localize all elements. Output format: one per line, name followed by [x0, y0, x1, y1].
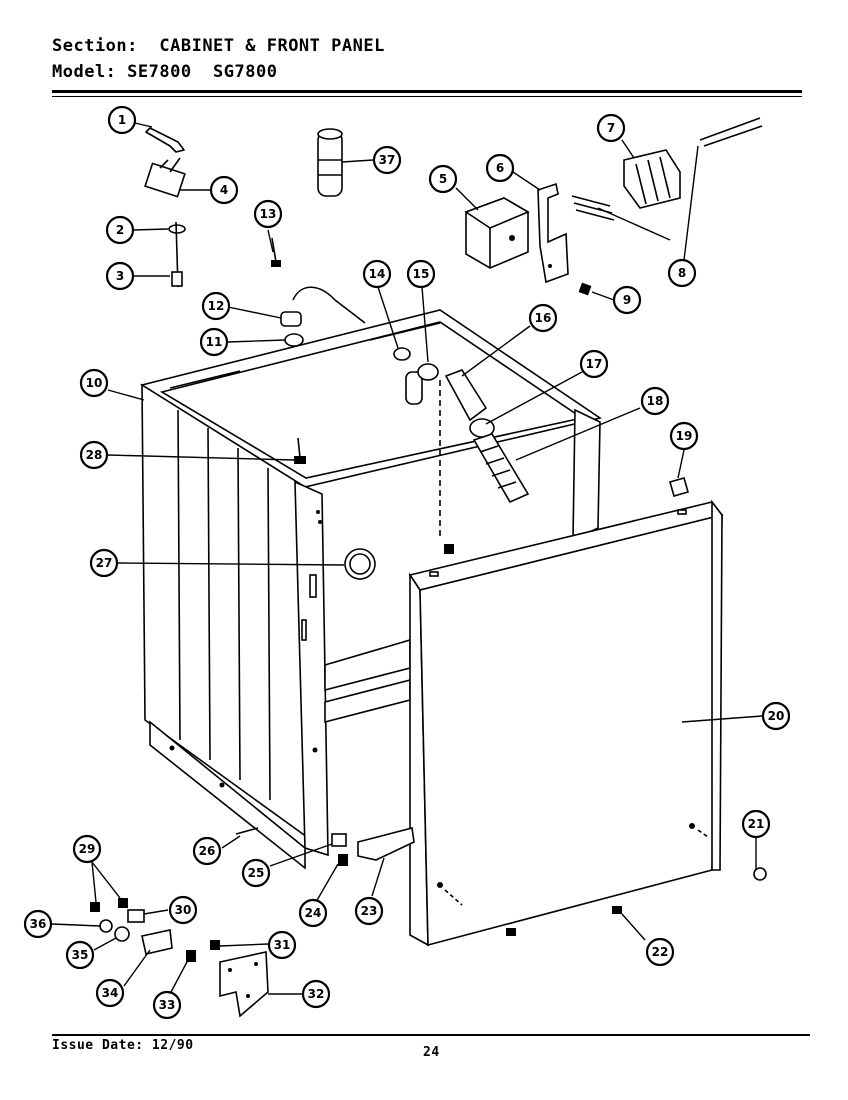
- svg-text:9: 9: [623, 293, 631, 307]
- callout-8: 8: [667, 258, 697, 288]
- callout-33: 33: [152, 990, 182, 1020]
- callout-12: 12: [201, 291, 231, 321]
- callout-21: 21: [741, 809, 771, 839]
- callout-26: 26: [192, 836, 222, 866]
- callout-7: 7: [596, 113, 626, 143]
- footer-rule: [52, 1034, 810, 1036]
- svg-text:37: 37: [379, 153, 396, 167]
- section-line: Section: CABINET & FRONT PANEL: [52, 36, 385, 56]
- callout-25: 25: [241, 858, 271, 888]
- callout-18: 18: [640, 386, 670, 416]
- callout-1: 1: [107, 105, 137, 135]
- callout-numbers: 1 2 3 4 5 6 7 8 9 10 11 12 13 14 15 16 1…: [23, 105, 791, 1020]
- callout-10: 10: [79, 368, 109, 398]
- callout-36: 36: [23, 909, 53, 939]
- svg-text:26: 26: [199, 844, 216, 858]
- svg-text:17: 17: [586, 357, 603, 371]
- svg-text:13: 13: [260, 207, 277, 221]
- callout-30: 30: [168, 895, 198, 925]
- header-rule-thick: [52, 90, 802, 93]
- svg-text:8: 8: [678, 266, 686, 280]
- svg-text:29: 29: [79, 842, 96, 856]
- callout-37: 37: [372, 145, 402, 175]
- svg-text:12: 12: [208, 299, 225, 313]
- svg-text:5: 5: [439, 172, 447, 186]
- callout-17: 17: [579, 349, 609, 379]
- svg-text:1: 1: [118, 113, 126, 127]
- callout-9: 9: [612, 285, 642, 315]
- svg-text:27: 27: [96, 556, 113, 570]
- callout-27: 27: [89, 548, 119, 578]
- svg-text:34: 34: [102, 986, 119, 1000]
- svg-text:7: 7: [607, 121, 615, 135]
- callout-20: 20: [761, 701, 791, 731]
- callout-3: 3: [105, 261, 135, 291]
- callout-4: 4: [209, 175, 239, 205]
- svg-text:23: 23: [361, 904, 378, 918]
- callout-34: 34: [95, 978, 125, 1008]
- front-panel-drawing: [408, 499, 724, 947]
- callout-29: 29: [72, 834, 102, 864]
- svg-text:18: 18: [647, 394, 664, 408]
- callout-23: 23: [354, 896, 384, 926]
- svg-text:22: 22: [652, 945, 669, 959]
- svg-text:11: 11: [206, 335, 223, 349]
- leader-lines: [51, 122, 763, 995]
- svg-text:6: 6: [496, 161, 504, 175]
- callout-35: 35: [65, 940, 95, 970]
- section-title: CABINET & FRONT PANEL: [159, 36, 385, 56]
- issue-date: Issue Date: 12/90: [52, 1038, 194, 1053]
- callout-24: 24: [298, 898, 328, 928]
- svg-text:4: 4: [220, 183, 228, 197]
- callout-14: 14: [362, 259, 392, 289]
- callout-13: 13: [253, 199, 283, 229]
- svg-text:36: 36: [30, 917, 47, 931]
- svg-text:28: 28: [86, 448, 103, 462]
- small-parts: [90, 117, 767, 1018]
- header-rule-thin: [52, 96, 802, 97]
- svg-text:19: 19: [676, 429, 693, 443]
- callout-15: 15: [406, 259, 436, 289]
- svg-text:31: 31: [274, 938, 291, 952]
- model-label: Model:: [52, 62, 117, 82]
- callout-28: 28: [79, 440, 109, 470]
- callout-11: 11: [199, 327, 229, 357]
- svg-text:25: 25: [248, 866, 265, 880]
- callout-5: 5: [428, 164, 458, 194]
- section-label: Section:: [52, 36, 138, 56]
- svg-text:16: 16: [535, 311, 552, 325]
- callout-32: 32: [301, 979, 331, 1009]
- callout-16: 16: [528, 303, 558, 333]
- svg-text:14: 14: [369, 267, 386, 281]
- svg-text:21: 21: [748, 817, 765, 831]
- callout-22: 22: [645, 937, 675, 967]
- svg-text:2: 2: [116, 223, 124, 237]
- callout-31: 31: [267, 930, 297, 960]
- svg-text:32: 32: [308, 987, 325, 1001]
- svg-text:3: 3: [116, 269, 124, 283]
- page-number: 24: [423, 1045, 440, 1060]
- svg-text:35: 35: [72, 948, 89, 962]
- model-numbers: SE7800 SG7800: [127, 62, 278, 82]
- model-line: Model: SE7800 SG7800: [52, 62, 277, 82]
- svg-text:30: 30: [175, 903, 192, 917]
- svg-text:20: 20: [768, 709, 785, 723]
- svg-text:33: 33: [159, 998, 176, 1012]
- callout-19: 19: [669, 421, 699, 451]
- svg-text:10: 10: [86, 376, 103, 390]
- callout-2: 2: [105, 215, 135, 245]
- callout-6: 6: [485, 153, 515, 183]
- svg-text:15: 15: [413, 267, 430, 281]
- svg-text:24: 24: [305, 906, 322, 920]
